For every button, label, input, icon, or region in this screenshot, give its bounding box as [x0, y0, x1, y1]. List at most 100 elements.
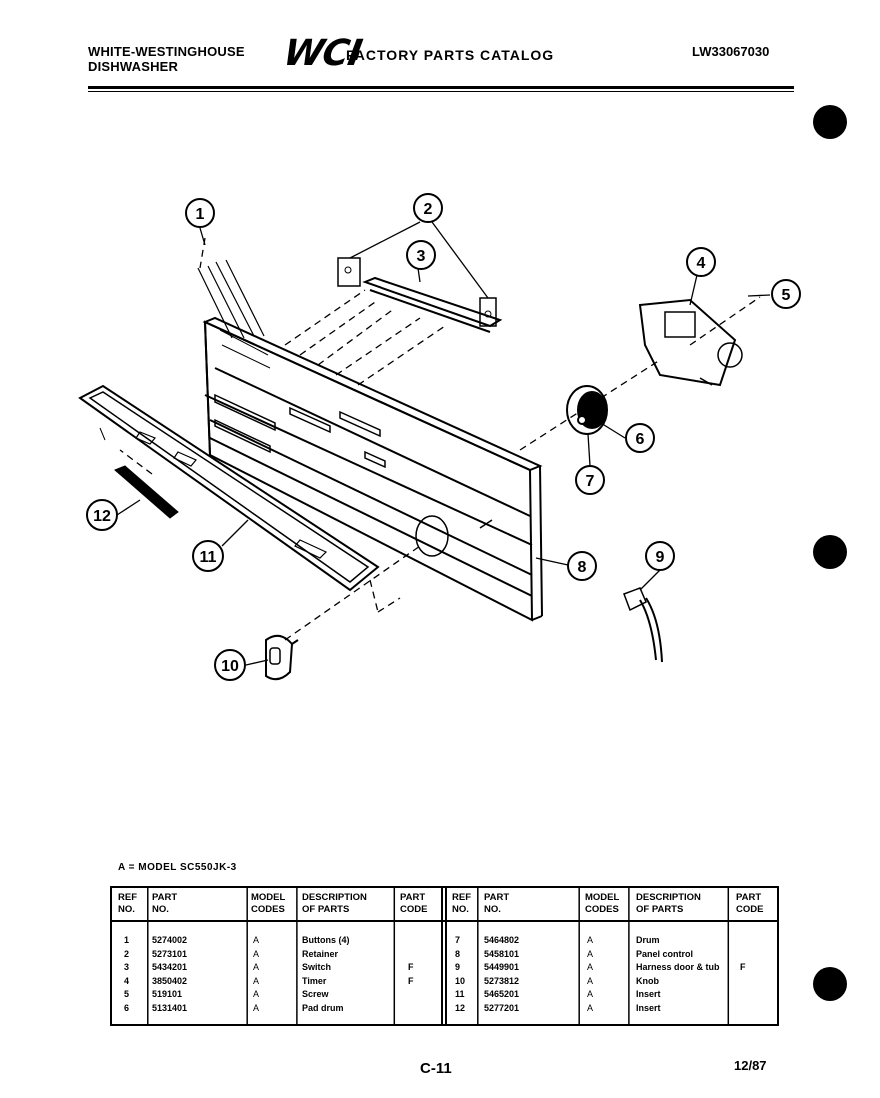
table-cell-ref: 1 [124, 935, 130, 945]
table-cell-ref: 10 [455, 975, 466, 986]
harness-drawing [623, 587, 663, 663]
table-cell-part: 5465201 [484, 989, 520, 999]
table-cell-part: 5449901 [484, 962, 520, 972]
table-cell-part: 519101 [152, 989, 183, 999]
table-cell-desc: Pad drum [302, 1002, 344, 1013]
brand-label: WHITE-WESTINGHOUSE DISHWASHER [88, 44, 245, 74]
callout-label-7: 7 [586, 473, 595, 490]
table-cell-part: 5458101 [484, 948, 520, 959]
table-cell-ref: 3 [124, 962, 130, 972]
page-number: C-11 [420, 1060, 452, 1077]
callout-label-8: 8 [578, 559, 587, 576]
table-cell-model: A [253, 1002, 260, 1013]
callout-3 [406, 240, 436, 270]
table-grid [112, 888, 777, 1024]
table-cell-code: F [408, 975, 414, 986]
table-cell-part: 3850402 [152, 975, 188, 986]
exploded-parts-diagram: 1 2 3 4 5 6 7 8 9 10 11 12 [78, 193, 801, 681]
table-cell-desc: Switch [302, 962, 332, 972]
callout-5 [771, 279, 801, 309]
document-number: LW33067030 [692, 44, 770, 59]
callouts [86, 193, 801, 681]
callout-1 [185, 198, 215, 228]
table-cell-model: A [253, 962, 260, 972]
header-rule-thin [88, 91, 794, 92]
table-cell-desc: Buttons (4) [302, 935, 350, 945]
table-cell-model: A [587, 935, 594, 945]
table-cell-ref: 4 [124, 975, 130, 986]
callout-4 [686, 247, 716, 277]
drum-drawing [566, 385, 608, 435]
model-legend: A = MODEL SC550JK-3 [118, 862, 237, 873]
brand-line-1: WHITE-WESTINGHOUSE [88, 44, 245, 59]
table-cell-model: A [587, 948, 594, 959]
table-cell-ref: 12 [455, 1002, 466, 1013]
callout-6 [625, 423, 655, 453]
binder-hole-bottom [813, 967, 847, 1001]
callout-9 [645, 541, 675, 571]
table-cell-part: 5274002 [152, 935, 188, 945]
buttons-drawing [197, 259, 265, 339]
callout-label-12: 12 [93, 508, 111, 525]
table-cell-desc: Knob [636, 975, 659, 986]
table-cell-desc: Screw [302, 989, 329, 999]
table-cell-desc: Retainer [302, 948, 339, 959]
table-cell-desc: Insert [636, 989, 661, 999]
table-cell-ref: 11 [455, 989, 465, 999]
table-cell-ref: 7 [455, 935, 461, 945]
callout-11 [192, 540, 224, 572]
table-cell-part: 5273812 [484, 975, 520, 986]
table-cell-ref: 2 [124, 948, 130, 959]
table-cell-part: 5464802 [484, 935, 520, 945]
callout-label-5: 5 [782, 287, 791, 304]
table-cell-part: 5277201 [484, 1002, 520, 1013]
table-cell-ref: 6 [124, 1002, 130, 1013]
header-rule [88, 86, 794, 89]
callout-7 [575, 465, 605, 495]
callout-8 [567, 551, 597, 581]
table-cell-model: A [587, 975, 594, 986]
callout-label-9: 9 [656, 549, 665, 566]
binder-hole-middle [813, 535, 847, 569]
table-cell-desc: Timer [302, 975, 327, 986]
table-cell-part: 5273101 [152, 948, 188, 959]
control-panel-drawing [202, 316, 543, 622]
table-cell-ref: 9 [455, 962, 461, 972]
table-cell-model: A [253, 935, 260, 945]
table-cell-ref: 5 [124, 989, 130, 999]
callout-label-3: 3 [417, 248, 426, 265]
table-cell-desc: Harness door & tub [636, 962, 720, 972]
binder-hole-top [813, 105, 847, 139]
callout-label-11: 11 [200, 549, 217, 566]
table-cell-model: A [253, 989, 260, 999]
knob-drawing [265, 634, 299, 681]
table-cell-desc: Insert [636, 1002, 661, 1013]
callout-label-6: 6 [636, 431, 645, 448]
revision-date: 12/87 [734, 1058, 767, 1073]
insert-strip-drawing [114, 465, 179, 519]
timer-drawing [638, 298, 743, 387]
table-cell-model: A [587, 1002, 594, 1013]
table-cell-model: A [253, 975, 260, 986]
insert-drawing [78, 384, 380, 592]
table-cell-code: F [740, 962, 746, 972]
table-cell-model: A [587, 962, 594, 972]
table-cell-part: 5131401 [152, 1002, 188, 1013]
catalog-title: FACTORY PARTS CATALOG [346, 47, 555, 63]
callout-label-4: 4 [697, 255, 706, 272]
table-cell-ref: 8 [455, 948, 461, 959]
table-cell-part: 5434201 [152, 962, 188, 972]
table-cell-desc: Drum [636, 935, 660, 945]
callout-12 [86, 499, 118, 531]
